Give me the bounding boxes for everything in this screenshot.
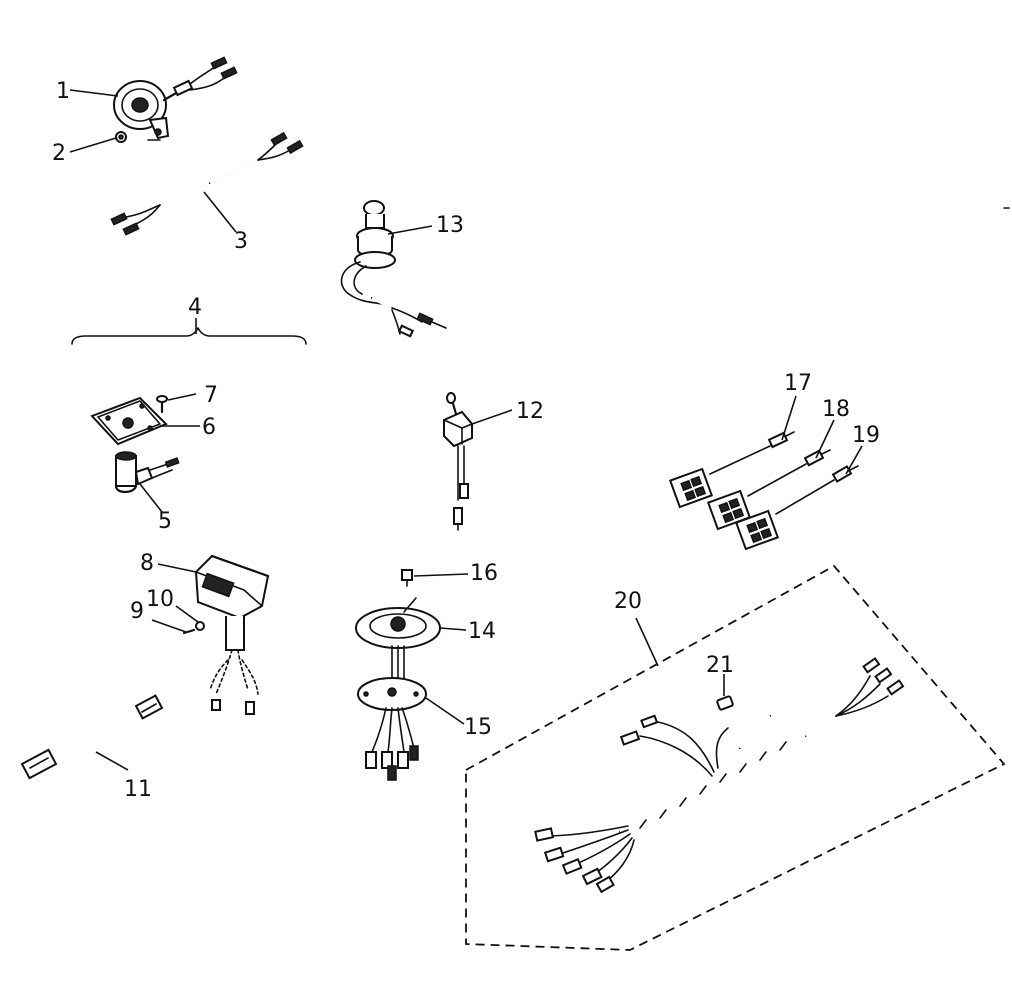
callout-12: 12 — [516, 399, 544, 424]
callout-4: 4 — [188, 295, 202, 320]
part-6-plate — [90, 396, 168, 446]
part-21-fuse — [716, 695, 734, 711]
callout-9: 9 — [130, 599, 144, 624]
callout-15: 15 — [464, 715, 492, 740]
callout-20: 20 — [614, 589, 642, 614]
part-20-main-harness — [534, 657, 905, 894]
part-18-coupler-wire — [706, 449, 831, 531]
callout-16: 16 — [470, 561, 498, 586]
callout-14: 14 — [468, 619, 496, 644]
callout-13: 13 — [436, 213, 464, 238]
callout-11: 11 — [124, 777, 152, 802]
part-4-group-bracket — [71, 327, 307, 345]
callout-18: 18 — [822, 397, 850, 422]
part-2-screw — [115, 131, 127, 143]
part-12-toggle-switch — [443, 392, 473, 531]
callout-2: 2 — [52, 141, 66, 166]
callout-3: 3 — [234, 229, 248, 254]
callout-17: 17 — [784, 371, 812, 396]
callouts: 1 2 3 4 5 6 7 8 9 10 11 12 13 14 15 16 1… — [52, 79, 880, 802]
callout-5: 5 — [158, 509, 172, 534]
callout-8: 8 — [140, 551, 154, 576]
part-14-gauge — [355, 597, 441, 681]
callout-21: 21 — [706, 653, 734, 678]
part-15-flange — [357, 677, 427, 781]
part-16-screw — [401, 569, 413, 587]
callout-10: 10 — [146, 587, 174, 612]
part-8-switch-box — [194, 554, 270, 715]
part-10-washer — [195, 621, 205, 631]
part-19-coupler-wire — [734, 465, 859, 551]
part-17-coupler-wire — [668, 431, 795, 509]
callout-7: 7 — [204, 383, 218, 408]
callout-1: 1 — [56, 79, 70, 104]
part-5-pump — [114, 451, 180, 494]
callout-6: 6 — [202, 415, 216, 440]
leader-lines — [69, 89, 863, 771]
part-11-extension-harness — [20, 694, 164, 780]
part-1-horn — [113, 56, 238, 141]
part-3-lead-wire — [110, 131, 304, 236]
part-7-screw — [156, 395, 168, 414]
part-13-key-switch — [340, 200, 447, 338]
part-20-enclosure — [465, 564, 1006, 951]
callout-19: 19 — [852, 423, 880, 448]
